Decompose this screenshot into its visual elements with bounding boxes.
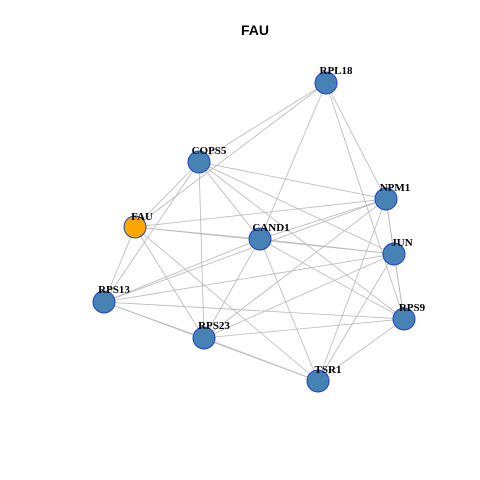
edge-cops5-rps23 [198, 161, 205, 339]
edge-cand1-jun [259, 238, 395, 255]
edge-cand1-tsr1 [259, 238, 319, 382]
node-label-npm1: NPM1 [380, 182, 411, 194]
node-npm1[interactable] [374, 187, 398, 211]
edge-jun-rps23 [203, 253, 395, 339]
node-tsr1[interactable] [306, 369, 330, 393]
edge-cops5-rps9 [198, 161, 405, 320]
node-rps13[interactable] [92, 290, 116, 314]
edge-rps9-tsr1 [317, 318, 405, 382]
edge-rps23-tsr1 [203, 337, 319, 382]
node-jun[interactable] [382, 242, 406, 266]
edge-cops5-jun [198, 161, 395, 255]
edge-rps13-rps9 [103, 301, 405, 320]
edge-npm1-rps13 [103, 198, 387, 303]
node-label-rps9: RPS9 [399, 302, 426, 314]
node-label-tsr1: TSR1 [315, 364, 342, 376]
edge-cops5-fau [134, 161, 200, 228]
edge-npm1-rps23 [203, 198, 387, 339]
edge-cand1-rps23 [203, 238, 261, 339]
edge-fau-rps13 [103, 226, 136, 303]
edge-jun-tsr1 [317, 253, 395, 382]
node-label-fau: FAU [131, 211, 153, 223]
edge-fau-tsr1 [134, 226, 319, 382]
edge-fau-rps23 [134, 226, 205, 339]
edge-rpl18-cops5 [198, 82, 327, 163]
edge-fau-npm1 [134, 198, 387, 228]
edge-rpl18-cand1 [259, 82, 327, 240]
edge-cand1-rps9 [259, 238, 405, 320]
edge-jun-rps13 [103, 253, 395, 303]
node-rps9[interactable] [392, 307, 416, 331]
node-layer [92, 71, 416, 393]
graph-title: FAU [241, 22, 269, 38]
edge-npm1-cand1 [259, 198, 387, 240]
node-label-jun: JUN [391, 237, 412, 249]
node-rpl18[interactable] [314, 71, 338, 95]
node-rps23[interactable] [192, 326, 216, 350]
edge-cops5-cand1 [198, 161, 261, 240]
edge-rps23-rps9 [203, 318, 405, 339]
node-label-rps23: RPS23 [198, 320, 230, 332]
edge-cops5-rps13 [103, 161, 200, 303]
node-cand1[interactable] [248, 227, 272, 251]
node-label-cand1: CAND1 [252, 222, 289, 234]
node-label-rps13: RPS13 [98, 284, 130, 296]
edge-rpl18-npm1 [325, 82, 387, 200]
node-cops5[interactable] [187, 150, 211, 174]
node-fau[interactable] [123, 215, 147, 239]
edge-rpl18-fau [134, 82, 327, 228]
node-label-rpl18: RPL18 [320, 65, 354, 77]
node-label-cops5: COPS5 [192, 145, 227, 157]
edge-cand1-rps13 [103, 238, 261, 303]
edge-cops5-npm1 [198, 161, 387, 200]
